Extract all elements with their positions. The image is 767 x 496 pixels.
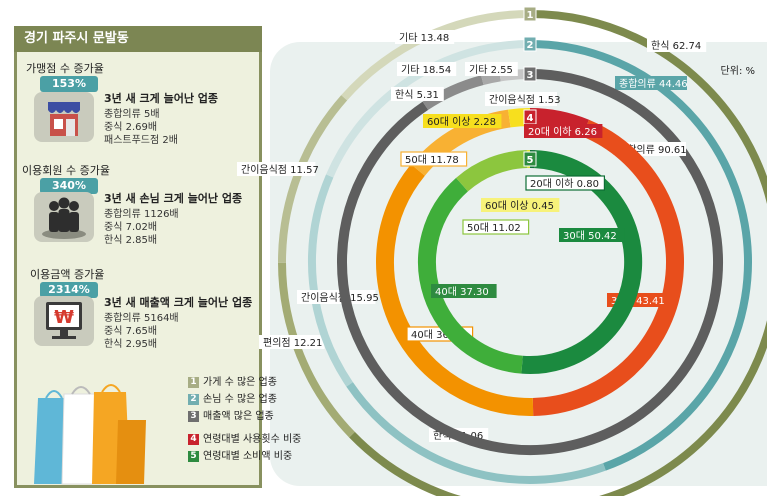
segment-label-bg <box>481 198 560 212</box>
segment-label-bg <box>423 114 502 128</box>
segment-label: 기타 13.48 <box>399 32 449 44</box>
ring-5-segment <box>521 150 643 375</box>
section-heading: 3년 새 매출액 크게 늘어난 업종 <box>104 296 253 309</box>
segment-label: 한식 5.31 <box>395 89 439 101</box>
segment-label-bg <box>259 335 325 349</box>
section-line: 중식 7.65배 <box>104 326 158 337</box>
section-line: 한식 2.95배 <box>104 339 158 350</box>
segment-label: 20대 이하 0.80 <box>530 177 599 190</box>
segment-label: 20대 이하 6.26 <box>528 125 597 138</box>
segment-label-bg <box>431 284 497 298</box>
ring-1-segment <box>278 262 355 438</box>
segment-label: 종합의류 44.46 <box>619 78 688 90</box>
segment-label: 한식 62.74 <box>651 40 701 52</box>
segment-label-bg <box>559 228 625 242</box>
section-line: 종합의류 5164배 <box>104 313 179 324</box>
segment-label-bg <box>485 92 557 106</box>
section-heading: 3년 새 크게 늘어난 업종 <box>104 92 219 105</box>
people-icon <box>34 192 94 242</box>
section-pct-badge: 153% <box>40 76 98 92</box>
segment-label: 기타 18.54 <box>401 64 451 76</box>
segment-label: 편의점 12.21 <box>263 337 322 349</box>
section-line: 패스트푸드점 2배 <box>104 135 178 146</box>
segment-label-bg <box>647 38 707 52</box>
ring-badge <box>523 36 537 52</box>
panel-title: 경기 파주시 문발동 <box>14 26 262 52</box>
section-label: 가맹점 수 증가율 <box>26 62 104 75</box>
ring-badge <box>523 66 537 82</box>
ring-badge-number: 4 <box>527 113 534 124</box>
segment-label: 50대 11.02 <box>467 222 521 234</box>
segment-label-bg <box>391 87 444 101</box>
segment-label: 60대 이상 2.28 <box>427 116 496 128</box>
ring-1-segment <box>349 10 767 496</box>
section-line: 종합의류 1126배 <box>104 209 179 220</box>
ring-badge-number: 5 <box>527 155 534 166</box>
store-icon <box>34 92 94 142</box>
unit-label: 단위: % <box>720 66 755 77</box>
segment-label-bg <box>397 62 457 76</box>
segment-label-bg <box>462 219 530 235</box>
segment-label-bg <box>524 124 603 138</box>
section-pct-badge: 340% <box>40 178 98 194</box>
segment-label: 50대 11.78 <box>405 154 459 166</box>
segment-label-bg <box>525 175 606 191</box>
segment-label: 기타 2.55 <box>469 64 513 76</box>
section-pct-badge: 2314% <box>40 282 98 298</box>
segment-label: 40대 37.30 <box>435 286 489 298</box>
ring-badge-number: 2 <box>527 40 534 51</box>
svg-text:₩: ₩ <box>54 307 74 328</box>
ring-4-segment <box>376 164 534 416</box>
segment-label-bg <box>297 290 376 304</box>
ring-2-segment <box>308 174 353 387</box>
segment-label: 간이음식점 1.53 <box>489 94 560 106</box>
ring-4-segment <box>532 119 684 416</box>
segment-label-bg <box>400 151 468 167</box>
ring-3-segment <box>481 71 501 85</box>
section-line: 중식 7.02배 <box>104 222 158 233</box>
ring-1-segment <box>341 10 531 101</box>
segment-label-bg <box>395 30 455 44</box>
segment-label-bg <box>465 62 518 76</box>
ring-badge-number: 1 <box>527 10 534 21</box>
section-line: 한식 2.85배 <box>104 235 158 246</box>
section-heading: 3년 새 손님 크게 늘어난 업종 <box>104 192 243 205</box>
ring-2-segment <box>346 382 606 484</box>
section-label: 이용회원 수 증가율 <box>22 164 110 177</box>
ring-2-segment <box>326 40 531 178</box>
ring-2-segment <box>529 40 752 471</box>
segment-label: 30대 50.42 <box>563 230 617 242</box>
ring-badge <box>523 151 537 167</box>
ring-badge-number: 3 <box>527 70 534 81</box>
segment-label-bg <box>237 162 316 176</box>
segment-label-bg <box>615 76 687 90</box>
section-line: 종합의류 5배 <box>104 109 160 120</box>
segment-label: 간이음식점 11.57 <box>241 164 319 176</box>
ring-5-segment <box>456 150 528 192</box>
segment-label: 간이음식점 15.95 <box>301 292 379 304</box>
section-label: 이용금액 증가율 <box>30 268 105 281</box>
segment-label: 60대 이상 0.45 <box>485 200 554 212</box>
ring-3-segment <box>422 75 484 110</box>
monitor-won-icon: ₩ <box>34 296 94 346</box>
ring-badge <box>523 6 537 22</box>
section-line: 중식 2.69배 <box>104 122 158 133</box>
